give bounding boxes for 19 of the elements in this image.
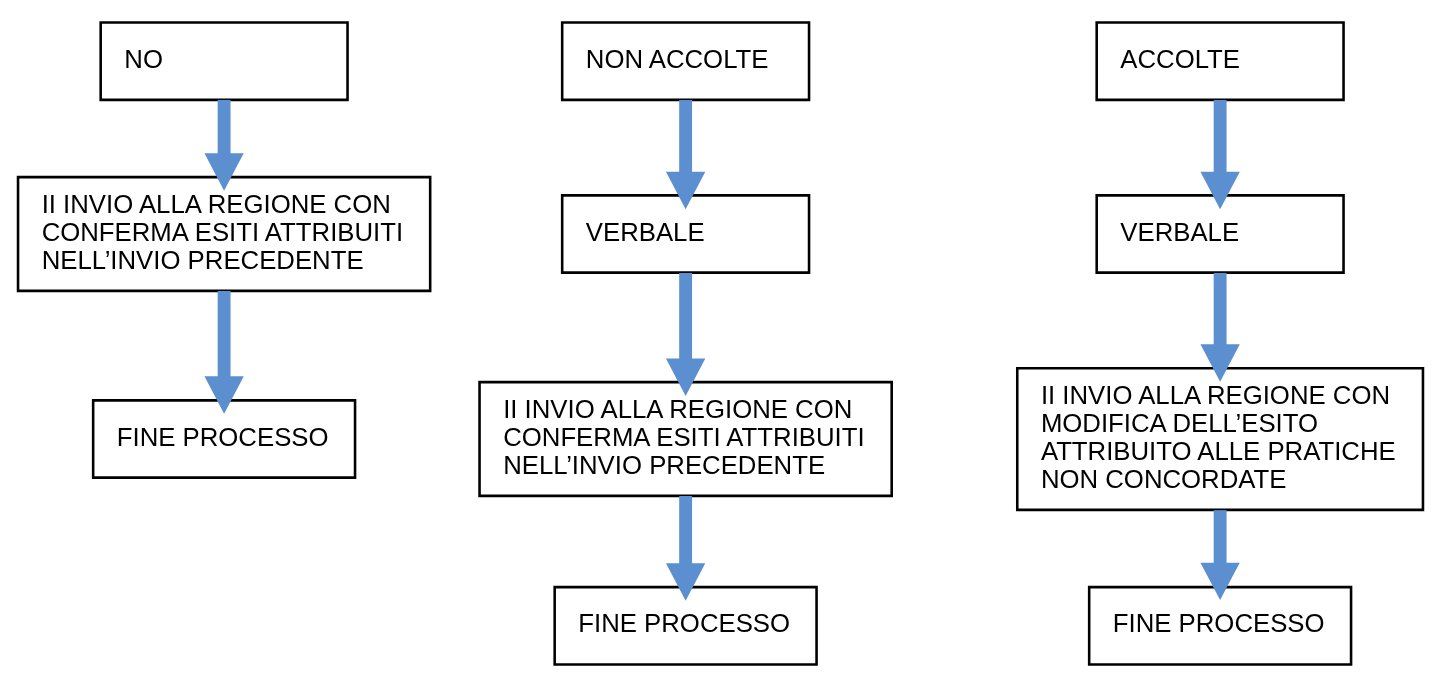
arrow	[1199, 509, 1240, 600]
node-box: FINE PROCESSO	[552, 585, 818, 666]
arrow	[203, 99, 244, 191]
node-box: NON ACCOLTE	[560, 20, 810, 101]
arrow	[665, 99, 705, 209]
arrow	[203, 290, 244, 414]
node-box: II INVIO ALLA REGIONE CON CONFERMA ESITI ATTRIBUITI NELL’INVIO PRECEDENTE	[16, 175, 431, 292]
arrow	[665, 495, 705, 601]
node-box: II INVIO ALLA REGIONE CON MODIFICA DELL’ESITO ATTRIBUITO ALLE PRATICHE NON CONCORDATE	[1015, 366, 1424, 511]
node-box: FINE PROCESSO	[91, 398, 356, 479]
node-box: ACCOLTE	[1094, 20, 1345, 101]
node-box: FINE PROCESSO	[1087, 585, 1352, 666]
arrow	[1199, 272, 1240, 382]
node-box: NO	[98, 20, 349, 101]
node-box: VERBALE	[560, 193, 810, 274]
node-box: VERBALE	[1094, 193, 1345, 274]
arrow	[665, 272, 705, 396]
arrow	[1199, 99, 1240, 209]
node-box: II INVIO ALLA REGIONE CON CONFERMA ESITI ATTRIBUITI NELL’INVIO PRECEDENTE	[477, 380, 893, 497]
